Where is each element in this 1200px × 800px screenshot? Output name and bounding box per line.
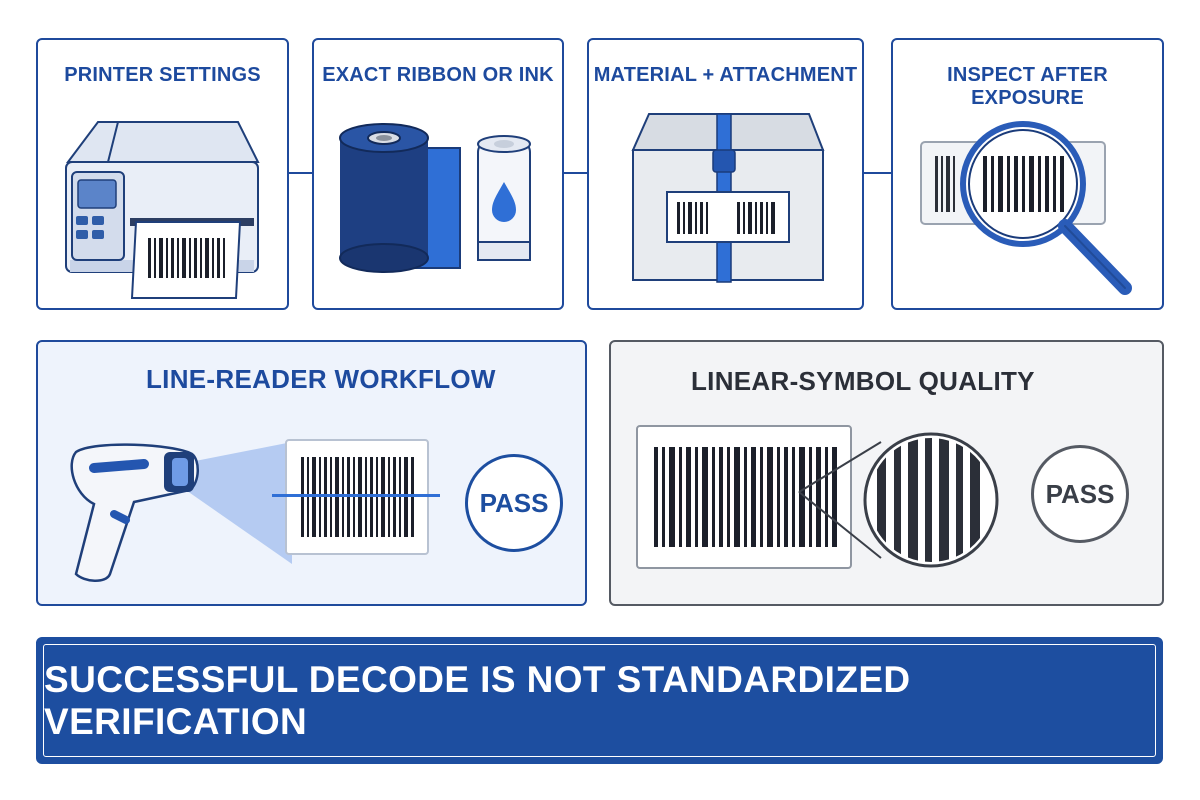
scanned-label xyxy=(285,439,429,555)
connector-2-3 xyxy=(563,172,588,174)
printer-icon xyxy=(65,121,260,299)
linear-symbol-title: LINEAR-SYMBOL QUALITY xyxy=(691,366,1035,396)
barcode-scanner-icon xyxy=(70,442,292,582)
pass-badge: PASS xyxy=(1031,445,1129,543)
banner-text: SUCCESSFUL DECODE IS NOT STANDARDIZED VE… xyxy=(44,658,911,742)
step-title: MATERIAL + ATTACHMENT xyxy=(593,64,858,86)
package-box-icon xyxy=(631,113,825,283)
connector-1-2 xyxy=(288,172,314,174)
linear-symbol-panel: LINEAR-SYMBOL QUALITY xyxy=(609,340,1164,606)
ink-bottle-icon xyxy=(477,135,531,261)
step-title: EXACT RIBBON OR INK xyxy=(322,64,554,86)
pass-badge: PASS xyxy=(465,454,563,552)
barcode-graphic xyxy=(301,457,414,537)
line-reader-title: LINE-READER WORKFLOW xyxy=(146,364,496,394)
barcode-graphic xyxy=(654,447,837,547)
connector-3-4 xyxy=(863,172,892,174)
line-reader-panel: LINE-READER WORKFLOW PASS xyxy=(36,340,587,606)
step-title: INSPECT AFTER EXPOSURE xyxy=(947,64,1108,109)
magnifier-barcode-icon xyxy=(920,121,1132,295)
scan-line xyxy=(272,494,440,497)
step-card-ribbon-or-ink: EXACT RIBBON OR INK xyxy=(312,38,564,310)
zoom-circle-icon xyxy=(798,432,999,568)
ribbon-roll-icon xyxy=(339,123,461,273)
banner-frame: SUCCESSFUL DECODE IS NOT STANDARDIZED VE… xyxy=(43,644,1156,757)
symbol-label xyxy=(636,425,852,569)
step-card-inspect-after-exposure: INSPECT AFTER EXPOSURE xyxy=(891,38,1164,310)
step-card-printer-settings: PRINTER SETTINGS xyxy=(36,38,289,310)
step-title: PRINTER SETTINGS xyxy=(64,64,261,86)
step-card-material-attachment: MATERIAL + ATTACHMENT xyxy=(587,38,864,310)
verification-banner: SUCCESSFUL DECODE IS NOT STANDARDIZED VE… xyxy=(36,637,1163,764)
